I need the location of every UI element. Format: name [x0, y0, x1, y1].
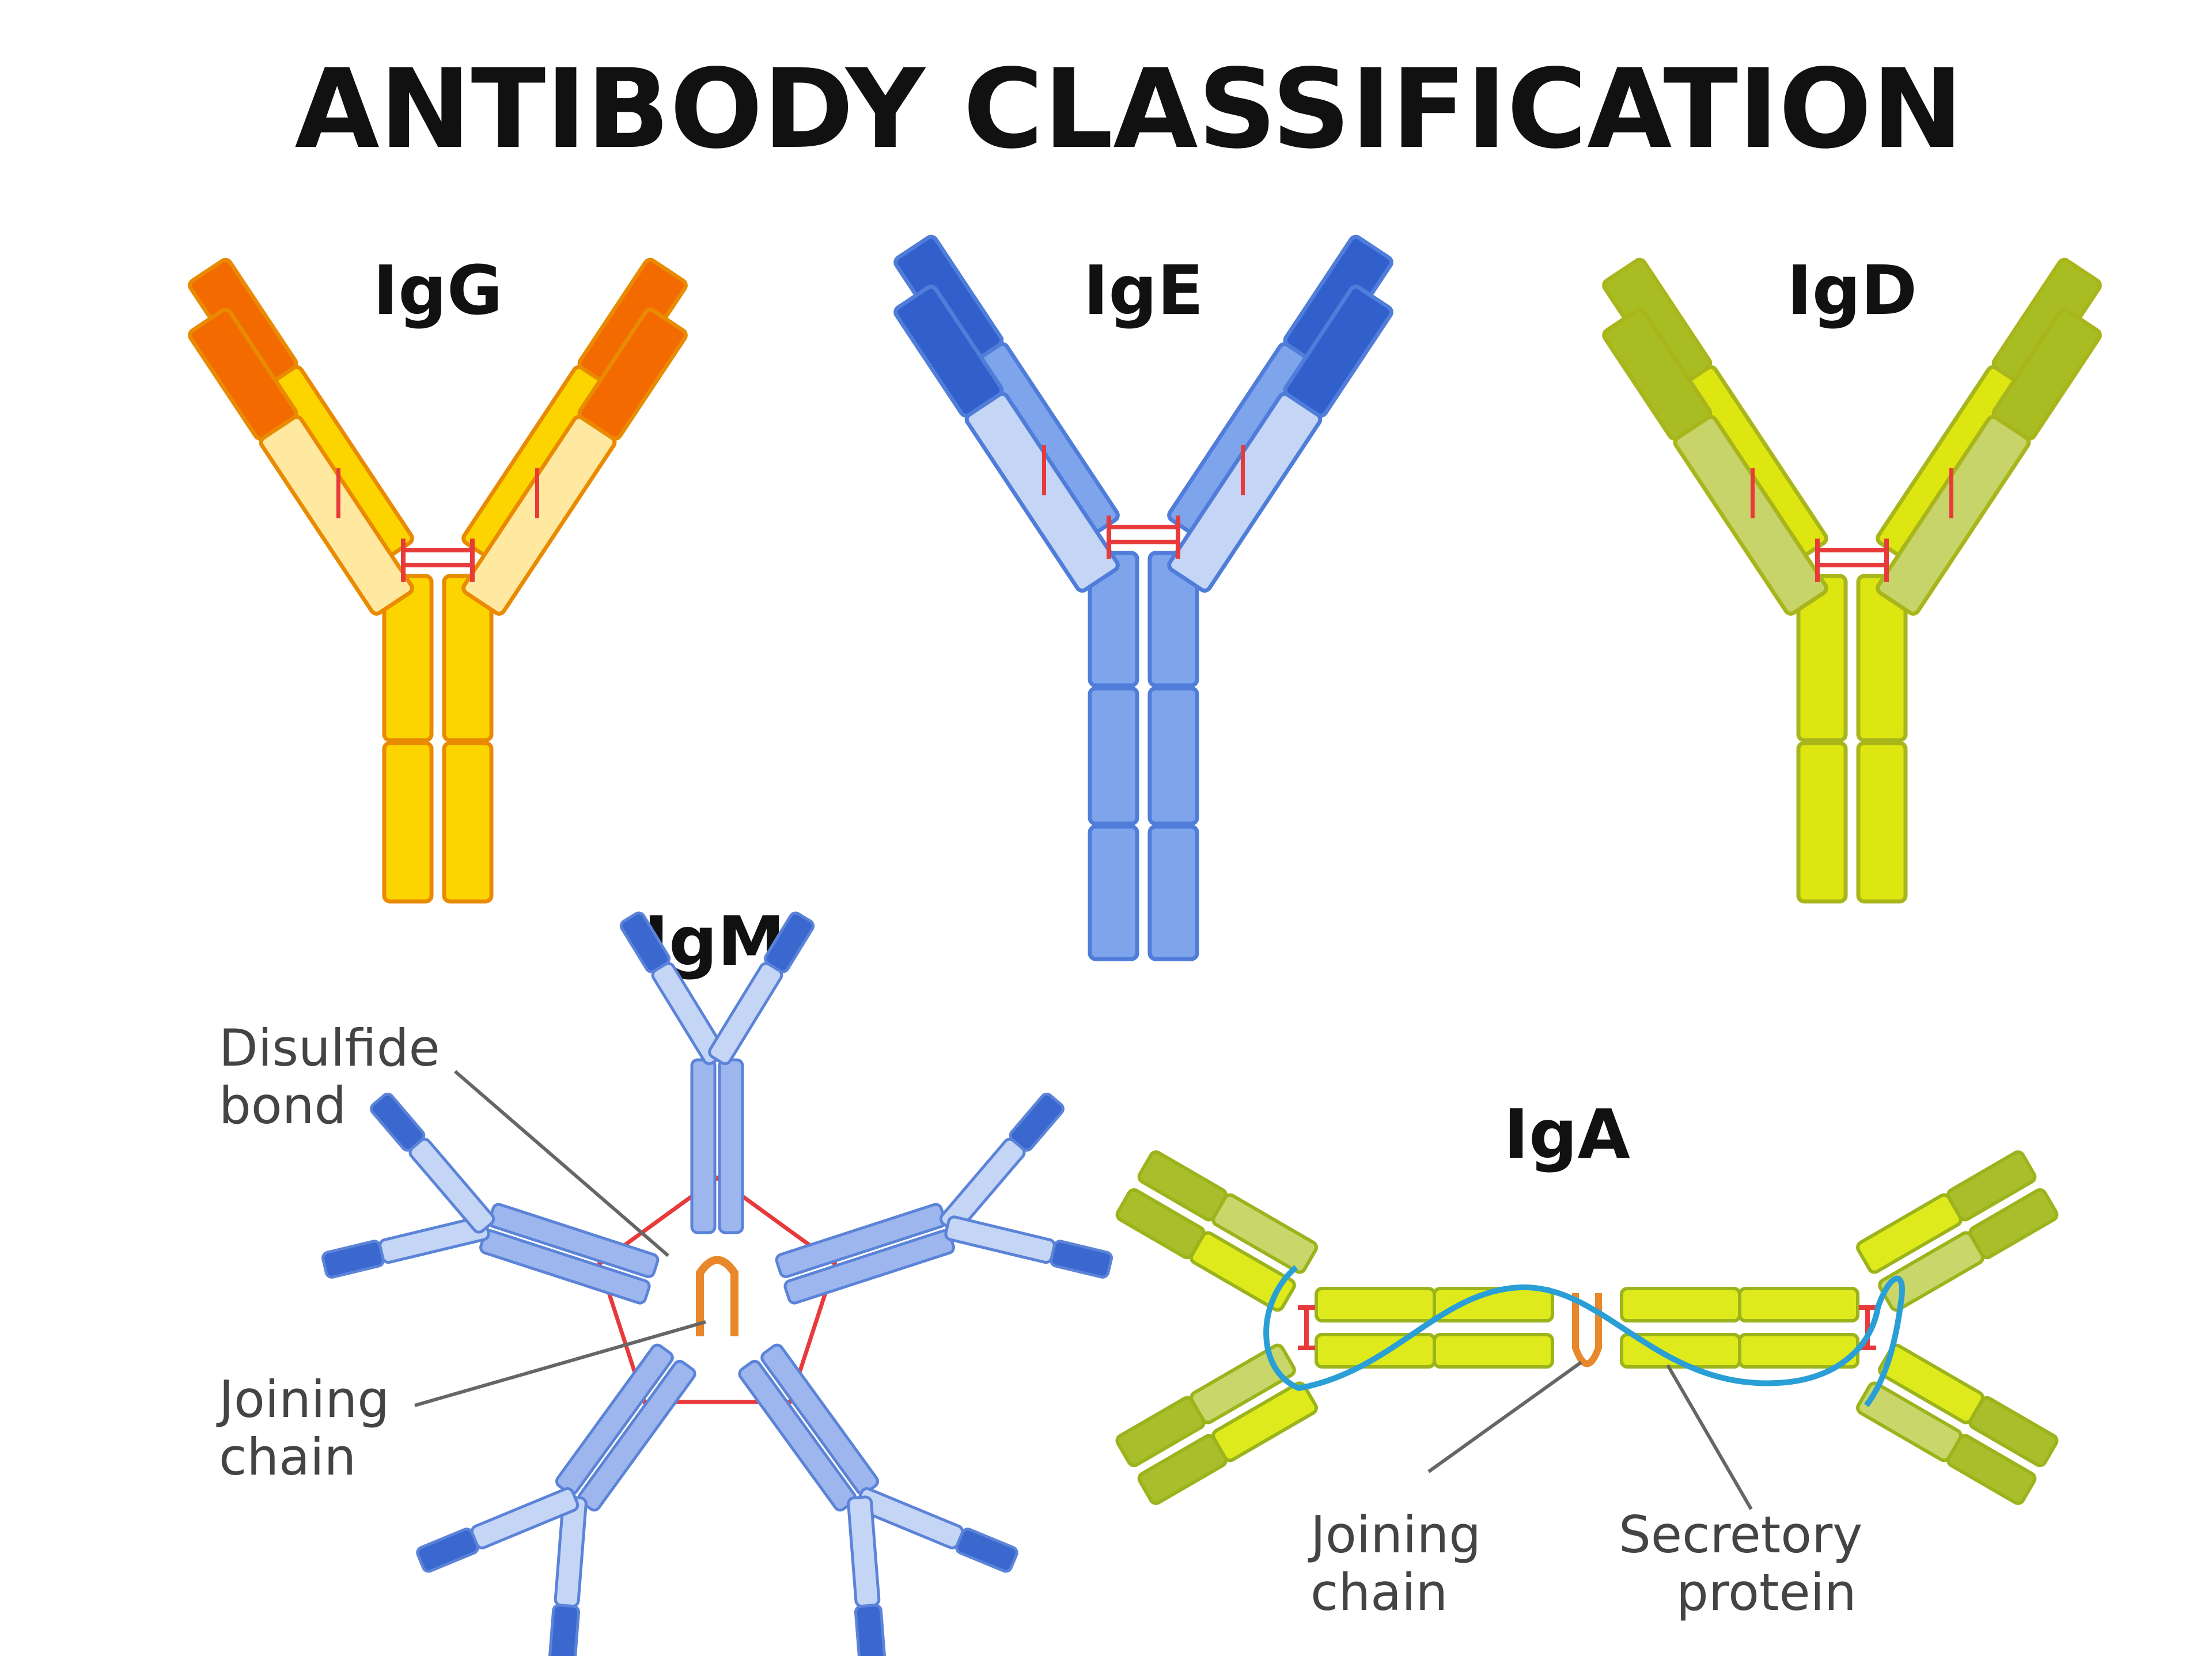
secretory-label-line1: Secretory: [1619, 1505, 1862, 1564]
igm-monomer-2-arm-1-variable: [1009, 1092, 1065, 1152]
iga-label: IgA: [1503, 1094, 1630, 1174]
iga-heavy-chain-3-ch3: [1738, 1287, 1859, 1322]
iga-joining-label-line2: chain: [1310, 1563, 1448, 1622]
igm-monomer-1-heavy-chain-1: [690, 1058, 717, 1234]
light-chain-left-variable: [893, 285, 1004, 418]
igm-joining-label-line2: chain: [219, 1427, 356, 1487]
iga-joining-leader-line: [1427, 1361, 1582, 1473]
igm-monomer-5-arm-1-variable: [321, 1240, 385, 1279]
igm-joining-label-line1: Joining: [216, 1370, 389, 1429]
light-chain-right-variable: [1991, 308, 2102, 441]
heavy-chain-2-constant-1: [442, 574, 494, 742]
iga-heavy-chain-1-ch2: [1315, 1287, 1436, 1322]
igd-label: IgD: [1787, 251, 1917, 330]
igm-pentamer: [321, 911, 1113, 1656]
igm-monomer-1-heavy-chain-2: [718, 1058, 744, 1234]
igm-monomer-5-arm-2-variable: [370, 1092, 426, 1152]
igm-joining-leader-line: [414, 1320, 706, 1407]
igm-joining-chain: [696, 1256, 738, 1336]
iga-heavy-chain-2-ch3: [1433, 1333, 1554, 1369]
heavy-chain-1-constant-2: [1088, 686, 1139, 826]
heavy-chain-1-constant-2: [1796, 741, 1848, 904]
iga-arm-3-chain-2-variable: [1968, 1188, 2059, 1260]
heavy-chain-2-constant-2: [442, 741, 494, 904]
iga-arm-1-chain-1-variable: [1115, 1188, 1206, 1260]
iga-heavy-chain-2-ch2: [1315, 1333, 1436, 1369]
light-chain-right-variable: [577, 308, 688, 441]
iga-secretory-protein: [1263, 1265, 1905, 1407]
iga-arm-3-chain-1-variable: [1946, 1150, 2037, 1222]
iga-arm-2-chain-2-variable: [1115, 1396, 1206, 1468]
iga-joining-chain: [1572, 1293, 1602, 1367]
igm-monomer-1-arm-2-variable: [764, 911, 815, 973]
light-chain-right-variable: [1283, 285, 1393, 418]
heavy-chain-2-constant-1: [1147, 551, 1199, 688]
igm-monomer-5-arm-2-constant: [408, 1138, 495, 1234]
heavy-chain-1-constant-1: [382, 574, 434, 742]
igm-monomer-3-arm-1-variable: [955, 1528, 1018, 1573]
light-chain-left-variable: [188, 308, 298, 441]
heavy-chain-1-constant-1: [1796, 574, 1848, 742]
igg-label: IgG: [373, 251, 502, 330]
igm-monomer-3-arm-2-variable: [854, 1604, 887, 1656]
igm-monomer-1-arm-1-variable: [619, 911, 671, 973]
heavy-chain-2-constant-2: [1856, 741, 1908, 904]
iga-arm-4-chain-2-variable: [1946, 1434, 2037, 1505]
ige-label: IgE: [1084, 251, 1204, 330]
disulfide-leader-line: [454, 1070, 669, 1257]
igm-monomer-4-arm-2-variable: [416, 1528, 479, 1573]
disulfide-label-line2: bond: [219, 1076, 346, 1135]
disulfide-label-line1: Disulfide: [219, 1018, 440, 1078]
heavy-chain-1-constant-1: [1088, 551, 1139, 688]
ige-structure: [893, 234, 1393, 961]
light-chain-left-variable: [1602, 308, 1713, 441]
iga-joining-label-line1: Joining: [1308, 1505, 1481, 1564]
igd-structure: [1602, 257, 2102, 904]
iga-arm-4-chain-1-variable: [1968, 1396, 2059, 1468]
igg-structure: [188, 257, 688, 904]
heavy-chain-1-constant-3: [1088, 824, 1139, 961]
heavy-chain-2-constant-1: [1856, 574, 1908, 742]
igm-monomer-2-arm-2-constant: [944, 1215, 1056, 1264]
iga-arm-1-chain-2-variable: [1137, 1150, 1228, 1222]
igm-monomer-4-arm-1-variable: [548, 1604, 581, 1656]
heavy-chain-2-constant-2: [1147, 686, 1199, 826]
iga-dimer: [1115, 1150, 2059, 1505]
heavy-chain-1-constant-2: [382, 741, 434, 904]
iga-arm-2-chain-1-variable: [1137, 1434, 1228, 1505]
diagram-title: ANTIBODY CLASSIFICATION: [295, 46, 1964, 173]
iga-heavy-chain-3-ch2: [1620, 1287, 1741, 1322]
secretory-leader-line: [1666, 1364, 1753, 1510]
igm-monomer-2-arm-2-variable: [1050, 1240, 1113, 1279]
secretory-label-line2: protein: [1676, 1563, 1857, 1622]
heavy-chain-2-constant-3: [1147, 824, 1199, 961]
